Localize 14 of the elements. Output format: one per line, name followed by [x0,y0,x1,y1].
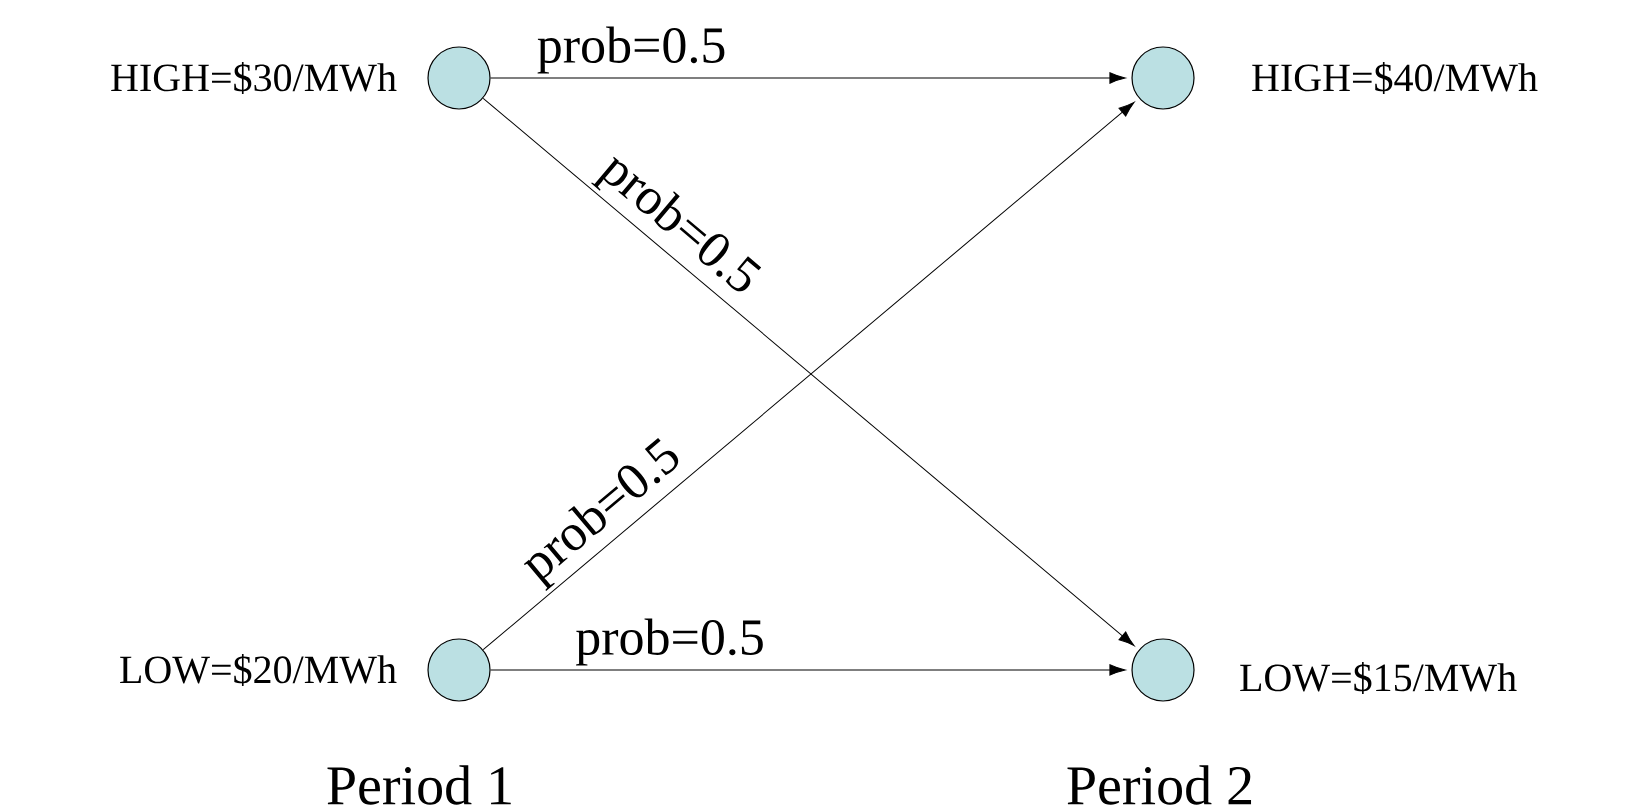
period-label: Period 1 [327,765,511,805]
period-label: Period 2 [1067,765,1252,805]
price-label: HIGH=$40/MWh [1252,62,1538,94]
state-circle [1131,638,1195,702]
arrow [490,664,1126,676]
price-label: LOW=$20/MWh [120,654,397,686]
probability-label: prob=0.5 [576,618,763,666]
state-circle [427,638,491,702]
state-circle [427,46,491,110]
probability-label: prob=0.5 [537,26,725,74]
price-label: LOW=$15/MWh [1240,662,1517,694]
arrow [490,72,1126,84]
price-label: HIGH=$30/MWh [111,62,397,94]
state-circle [1131,46,1195,110]
